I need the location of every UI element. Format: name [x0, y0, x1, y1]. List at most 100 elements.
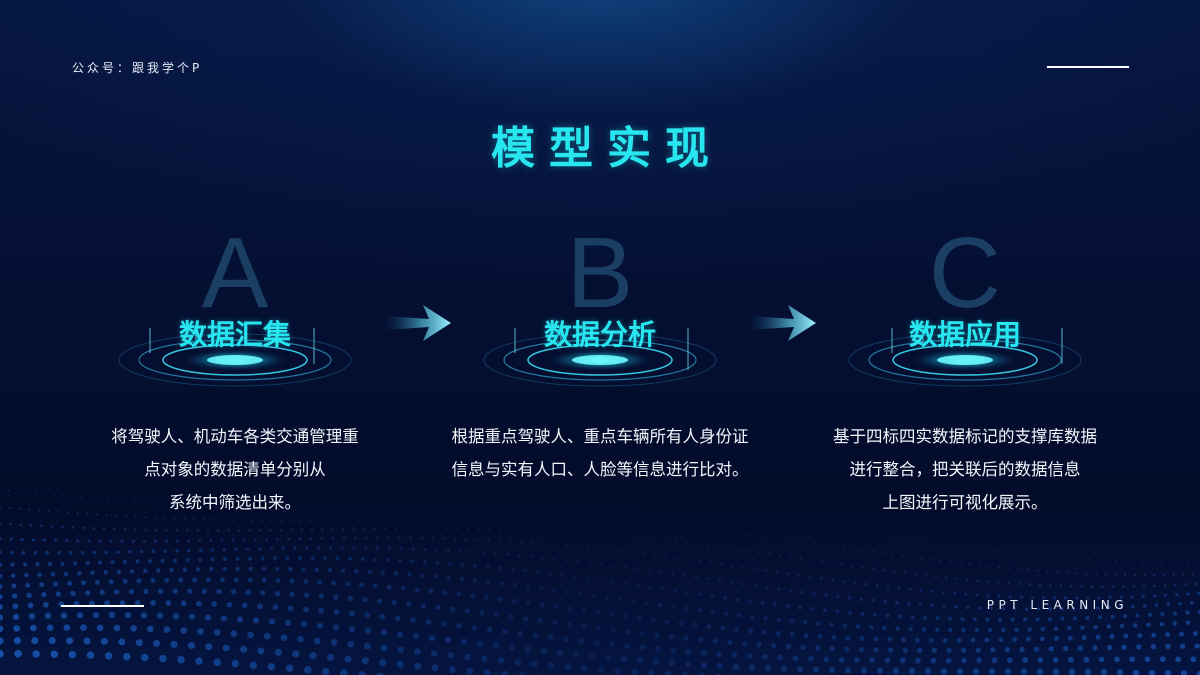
background-dot [539, 508, 541, 511]
background-dot [92, 526, 95, 530]
background-dot [487, 527, 491, 531]
background-dot [143, 501, 145, 504]
background-dot [1132, 623, 1138, 628]
background-dot [1142, 561, 1144, 564]
flow-arrow-icon [750, 305, 816, 341]
background-dot [1124, 573, 1127, 577]
background-dot [881, 551, 884, 555]
background-dot [784, 538, 787, 541]
background-dot [1095, 606, 1100, 610]
background-dot [827, 527, 829, 530]
background-dot [1006, 657, 1013, 664]
background-dot [1056, 571, 1059, 574]
background-dot [917, 539, 919, 542]
background-dot [134, 501, 136, 503]
background-dot [736, 532, 739, 535]
background-dot [108, 579, 114, 585]
background-dot [746, 518, 748, 520]
background-dot [9, 537, 13, 541]
background-dot [572, 651, 580, 658]
background-dot [470, 550, 474, 554]
background-dot [789, 632, 795, 637]
background-dot [512, 582, 518, 588]
background-dot [986, 580, 990, 584]
background-dot [1088, 558, 1090, 561]
background-dot [84, 590, 91, 596]
background-dot [467, 509, 469, 512]
background-dot [420, 573, 425, 578]
background-dot [629, 522, 632, 525]
background-dot [242, 508, 244, 510]
background-dot [46, 624, 54, 632]
background-dot [1180, 670, 1188, 675]
background-dot [31, 538, 35, 542]
background-dot [598, 578, 602, 583]
background-dot [595, 609, 601, 615]
background-dot [565, 589, 570, 595]
background-dot [387, 546, 392, 551]
background-dot [1184, 583, 1187, 586]
background-dot [844, 667, 852, 674]
background-dot [309, 652, 317, 660]
background-dot [636, 657, 644, 664]
background-dot [906, 601, 911, 606]
background-dot [493, 551, 498, 556]
background-dot [620, 549, 624, 553]
background-dot [303, 666, 312, 674]
background-dot [332, 624, 340, 631]
background-dot [817, 633, 823, 639]
background-dot [891, 553, 894, 556]
background-dot [732, 663, 740, 670]
desc-line: 系统中筛选出来。 [169, 493, 301, 512]
background-dot [887, 647, 894, 653]
background-dot [206, 577, 211, 583]
background-dot [960, 647, 967, 653]
background-dot [541, 555, 545, 560]
background-dot [269, 509, 271, 511]
background-dot [182, 567, 188, 572]
background-dot [1182, 573, 1185, 576]
background-dot [863, 532, 865, 534]
background-dot [96, 624, 104, 632]
background-dot [872, 533, 874, 535]
background-dot [310, 528, 314, 532]
background-dot [1070, 557, 1072, 560]
background-dot [136, 578, 142, 584]
background-dot [898, 614, 902, 619]
background-dot [581, 531, 584, 535]
background-dot [882, 568, 886, 572]
background-dot [750, 614, 755, 620]
background-dot [172, 588, 178, 594]
background-dot [245, 589, 251, 595]
background-dot [1135, 613, 1140, 618]
background-dot [1017, 568, 1020, 571]
background-dot [814, 645, 821, 651]
background-dot [148, 559, 152, 564]
background-dot [498, 566, 502, 571]
background-dot [26, 592, 32, 598]
background-dot [1028, 583, 1031, 586]
background-dot [260, 556, 265, 561]
background-dot [644, 600, 650, 606]
background-dot [869, 657, 875, 664]
background-dot [710, 515, 712, 517]
background-dot [124, 515, 128, 518]
background-dot [309, 537, 313, 541]
background-dot [154, 528, 158, 532]
background-dot [0, 537, 2, 541]
background-dot [0, 594, 3, 600]
background-dot [974, 627, 980, 633]
background-dot [547, 662, 555, 669]
background-dot [961, 657, 967, 664]
background-dot [13, 625, 21, 632]
background-dot [845, 529, 847, 532]
background-dot [61, 525, 64, 529]
background-dot [502, 628, 508, 635]
background-dot [0, 489, 1, 491]
background-dot [284, 619, 292, 627]
background-dot [44, 612, 52, 619]
background-dot [1187, 562, 1189, 564]
background-dot [0, 625, 4, 633]
background-dot [83, 637, 91, 645]
background-dot [76, 571, 82, 576]
